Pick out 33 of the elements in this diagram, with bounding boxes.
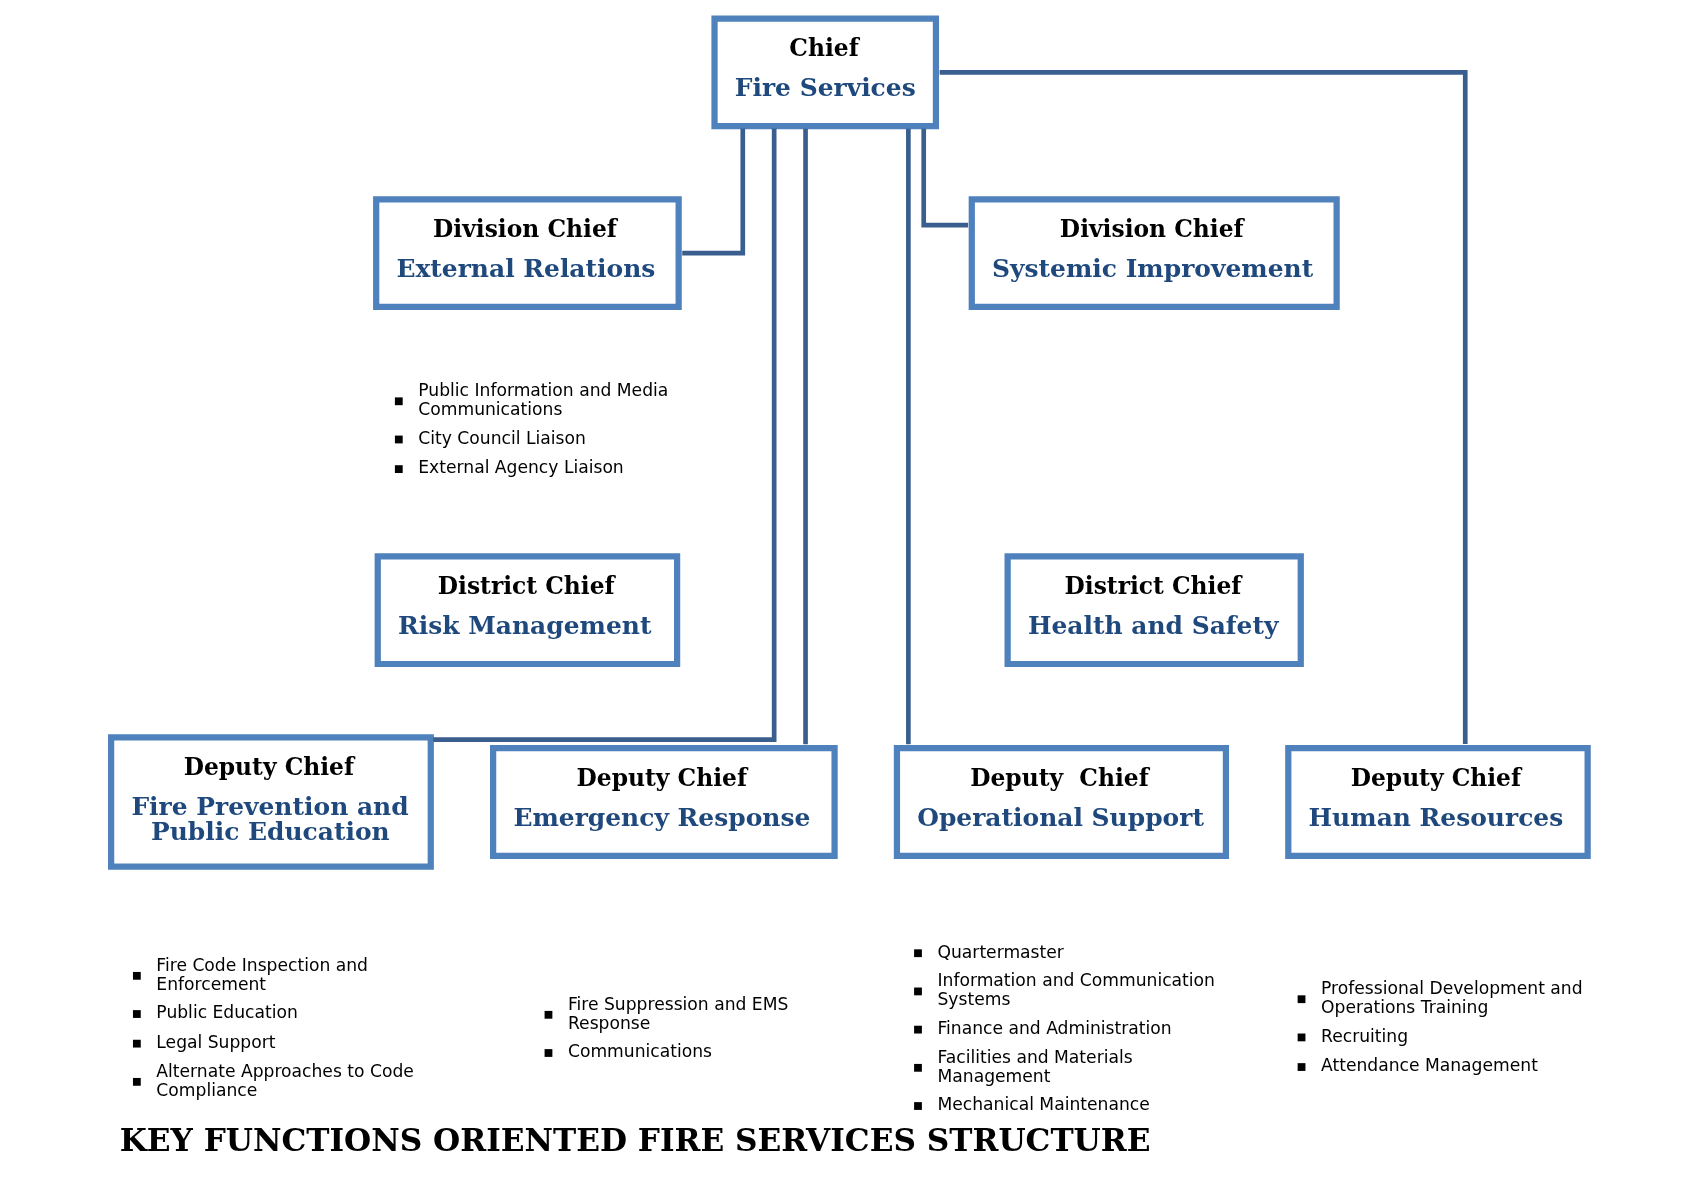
connector bbox=[939, 69, 1468, 744]
node-label: Attendance Management bbox=[1320, 1055, 1538, 1076]
node-label: Professional Development and Operations Training bbox=[1320, 978, 1583, 1017]
connector bbox=[681, 128, 745, 256]
node-label: Communications bbox=[567, 1041, 712, 1062]
node-label: Alternate Approaches to Code Compliance bbox=[155, 1060, 414, 1100]
connector bbox=[905, 128, 911, 745]
connector bbox=[802, 128, 808, 745]
node-box: Division Chief External Relations bbox=[372, 196, 682, 311]
node-box: Deputy Chief Human Resources bbox=[1284, 745, 1591, 859]
caption: KEY FUNCTIONS ORIENTED FIRE SERVICES STRUCTURE bbox=[119, 1122, 1150, 1159]
node-label: Fire Code Inspection and Enforcement bbox=[155, 954, 368, 994]
node-label: Legal Support bbox=[155, 1032, 276, 1053]
node-box: Division Chief Systemic Improvement bbox=[968, 196, 1340, 311]
node-label: Public Information and Media Communications bbox=[417, 380, 668, 419]
node-label: Information and Communication Systems bbox=[936, 970, 1215, 1010]
node-box: District Chief Health and Safety bbox=[1004, 553, 1304, 668]
node-label: Mechanical Maintenance bbox=[936, 1094, 1150, 1115]
node-label: City Council Liaison bbox=[417, 427, 586, 448]
node-label: Quartermaster bbox=[936, 941, 1064, 962]
node-label: Finance and Administration bbox=[936, 1017, 1172, 1038]
node-label: External Agency Liaison bbox=[417, 457, 624, 478]
node-box: District Chief Risk Management bbox=[374, 553, 680, 668]
node-label: Recruiting bbox=[1320, 1025, 1408, 1046]
connector bbox=[432, 128, 776, 742]
node-box: Deputy Chief Fire Prevention and Public Education bbox=[107, 734, 434, 870]
node-box: Deputy Chief Emergency Response bbox=[489, 745, 838, 859]
node-box: Chief Fire Services bbox=[710, 15, 939, 130]
connector bbox=[920, 128, 968, 228]
node-label: Facilities and Materials Management bbox=[936, 1046, 1133, 1086]
node-box: Deputy Chief Operational Support bbox=[893, 745, 1229, 859]
node-label: Fire Suppression and EMS Response bbox=[567, 993, 788, 1033]
node-label: Public Education bbox=[155, 1002, 298, 1023]
